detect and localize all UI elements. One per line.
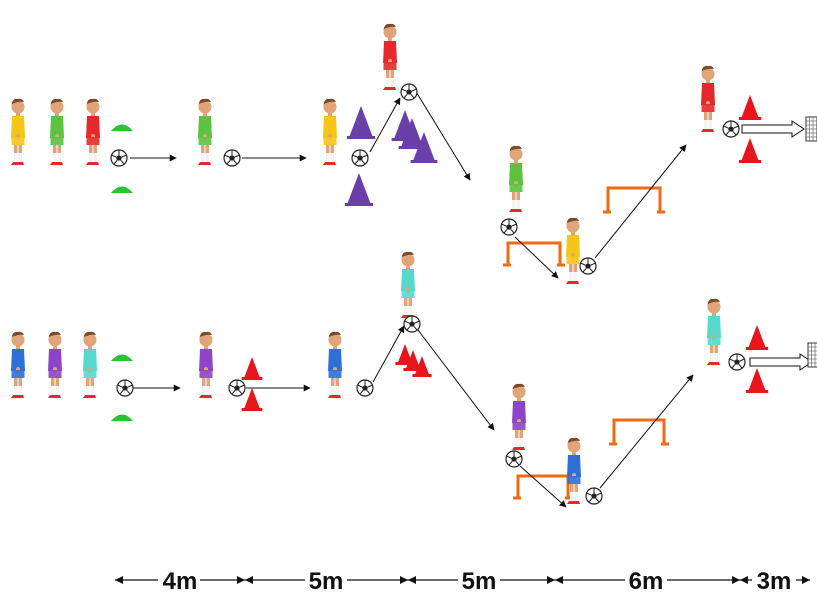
distance-scale: 4m 5m 5m 6m 3m bbox=[115, 566, 810, 592]
player-green-queue bbox=[50, 98, 64, 165]
soccer-ball-bottom-2 bbox=[228, 379, 246, 397]
cone-purple-top-2 bbox=[344, 173, 374, 206]
cone-red-bottom-7 bbox=[745, 368, 769, 393]
shot-arrow-bottom bbox=[749, 353, 813, 371]
soccer-ball-top-4 bbox=[400, 83, 418, 101]
dribble-arrow-bottom bbox=[519, 465, 567, 508]
pass-arrow-top-4 bbox=[414, 89, 471, 181]
player-purple-station-1 bbox=[199, 331, 213, 398]
soccer-ball-top-7 bbox=[722, 120, 740, 138]
soccer-ball-bottom-4 bbox=[403, 315, 421, 333]
cone-red-bottom-3 bbox=[395, 344, 415, 365]
pass-arrow-top-5 bbox=[594, 144, 687, 259]
goal-net-bottom bbox=[807, 342, 817, 368]
hurdle-bottom-2 bbox=[609, 418, 669, 446]
pass-arrow-bottom-5 bbox=[599, 374, 694, 489]
player-blue-bottom bbox=[567, 437, 581, 504]
player-red-top-receiver bbox=[383, 23, 397, 90]
cone-red-bottom-4 bbox=[403, 350, 423, 371]
soccer-ball-bottom-5 bbox=[505, 450, 523, 468]
dribble-arrow-top bbox=[514, 236, 559, 279]
player-blue-queue bbox=[11, 331, 25, 398]
cone-purple-top-4 bbox=[398, 118, 426, 149]
hurdle-top-2 bbox=[603, 186, 665, 214]
soccer-ball-start-bottom bbox=[116, 379, 134, 397]
player-red-queue bbox=[86, 98, 100, 165]
drill-elements bbox=[111, 89, 817, 508]
pass-arrow-bottom-3 bbox=[372, 325, 405, 383]
disc-marker-bottom-2 bbox=[111, 414, 133, 421]
hurdle-top-1 bbox=[503, 241, 565, 267]
soccer-ball-top-3 bbox=[351, 149, 369, 167]
cone-red-bottom-6 bbox=[745, 325, 769, 350]
distance-label-3m: 3m bbox=[757, 568, 792, 592]
soccer-ball-bottom-3 bbox=[356, 379, 374, 397]
soccer-ball-start-top bbox=[110, 149, 128, 167]
soccer-ball-bottom-6 bbox=[585, 487, 603, 505]
disc-marker-top-2 bbox=[111, 186, 133, 193]
distance-label-5m-b: 5m bbox=[462, 568, 497, 592]
player-yellow-station-2 bbox=[323, 98, 337, 165]
distance-label-6m: 6m bbox=[629, 568, 664, 592]
soccer-ball-top-5 bbox=[500, 218, 518, 236]
player-yellow-top bbox=[566, 217, 580, 284]
disc-marker-bottom-1 bbox=[111, 354, 133, 361]
distance-label-4m: 4m bbox=[163, 568, 198, 592]
player-green-station-1 bbox=[198, 98, 212, 165]
player-purple-dribbler bbox=[512, 383, 526, 450]
cone-purple-top-1 bbox=[346, 106, 376, 139]
player-green-dribbler bbox=[509, 145, 523, 212]
goal-net-top bbox=[805, 116, 817, 142]
balls bbox=[110, 83, 746, 505]
shot-arrow-top bbox=[741, 120, 805, 138]
player-teal-bottom-receiver bbox=[401, 251, 415, 318]
player-teal-shooter bbox=[707, 298, 721, 365]
player-teal-queue bbox=[83, 331, 97, 398]
cone-red-bottom-2 bbox=[241, 388, 263, 411]
cone-red-top-2 bbox=[738, 138, 762, 163]
cone-red-bottom-1 bbox=[241, 357, 263, 380]
cone-red-bottom-5 bbox=[412, 356, 432, 377]
soccer-ball-top-2 bbox=[223, 149, 241, 167]
player-blue-station-2 bbox=[328, 331, 342, 398]
distance-label-5m-a: 5m bbox=[309, 568, 344, 592]
pass-arrow-top-3 bbox=[369, 97, 401, 153]
soccer-ball-bottom-7 bbox=[728, 353, 746, 371]
disc-marker-top-1 bbox=[111, 124, 133, 131]
cone-red-top-1 bbox=[738, 95, 762, 120]
cone-purple-top-5 bbox=[410, 132, 438, 163]
player-red-shooter bbox=[701, 65, 715, 132]
pass-arrow-bottom-4 bbox=[417, 329, 495, 431]
player-yellow-queue bbox=[11, 98, 25, 165]
players bbox=[11, 23, 721, 504]
player-purple-queue bbox=[48, 331, 62, 398]
soccer-ball-top-6 bbox=[579, 257, 597, 275]
